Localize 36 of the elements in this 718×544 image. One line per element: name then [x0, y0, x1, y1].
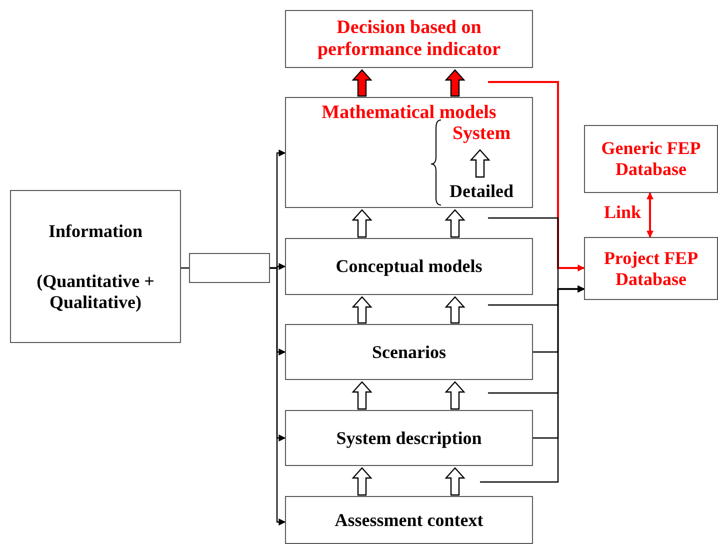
connector	[270, 267, 286, 526]
block-arrow	[352, 69, 372, 97]
connector	[646, 192, 654, 238]
process-box	[285, 324, 533, 380]
connector	[181, 267, 189, 269]
block-arrow	[352, 209, 372, 238]
node-label: Generic FEP Database	[600, 138, 702, 180]
node-label: Assessment context	[334, 510, 484, 530]
node-label: Conceptual models	[336, 256, 482, 277]
block-arrow	[352, 296, 372, 324]
connector	[488, 81, 585, 272]
node-label: System description	[336, 428, 482, 448]
decision-box	[285, 10, 533, 68]
process-box	[285, 496, 533, 544]
node-label: Decision based on performance indicator	[316, 17, 502, 61]
block-arrow	[352, 467, 372, 496]
input-box	[10, 190, 181, 343]
node-label: Scenarios	[372, 342, 446, 362]
process-box	[285, 238, 533, 295]
block-arrow	[444, 69, 466, 97]
block-arrow	[444, 467, 466, 496]
node-label: (Quantitative + Qualitative)	[36, 270, 156, 312]
block-arrow	[470, 149, 490, 178]
block-arrow	[444, 209, 466, 238]
connector	[480, 286, 585, 483]
model-box	[285, 97, 533, 208]
block-arrow	[352, 381, 372, 410]
process-box	[285, 410, 533, 466]
node-label: Project FEP Database	[602, 248, 700, 290]
database-box	[584, 125, 718, 193]
level-label: Detailed	[436, 178, 528, 206]
node-label: Information	[48, 220, 142, 242]
database-box	[584, 237, 718, 300]
block-arrow	[444, 296, 466, 324]
block-arrow	[444, 381, 466, 410]
tool-box	[189, 253, 270, 283]
